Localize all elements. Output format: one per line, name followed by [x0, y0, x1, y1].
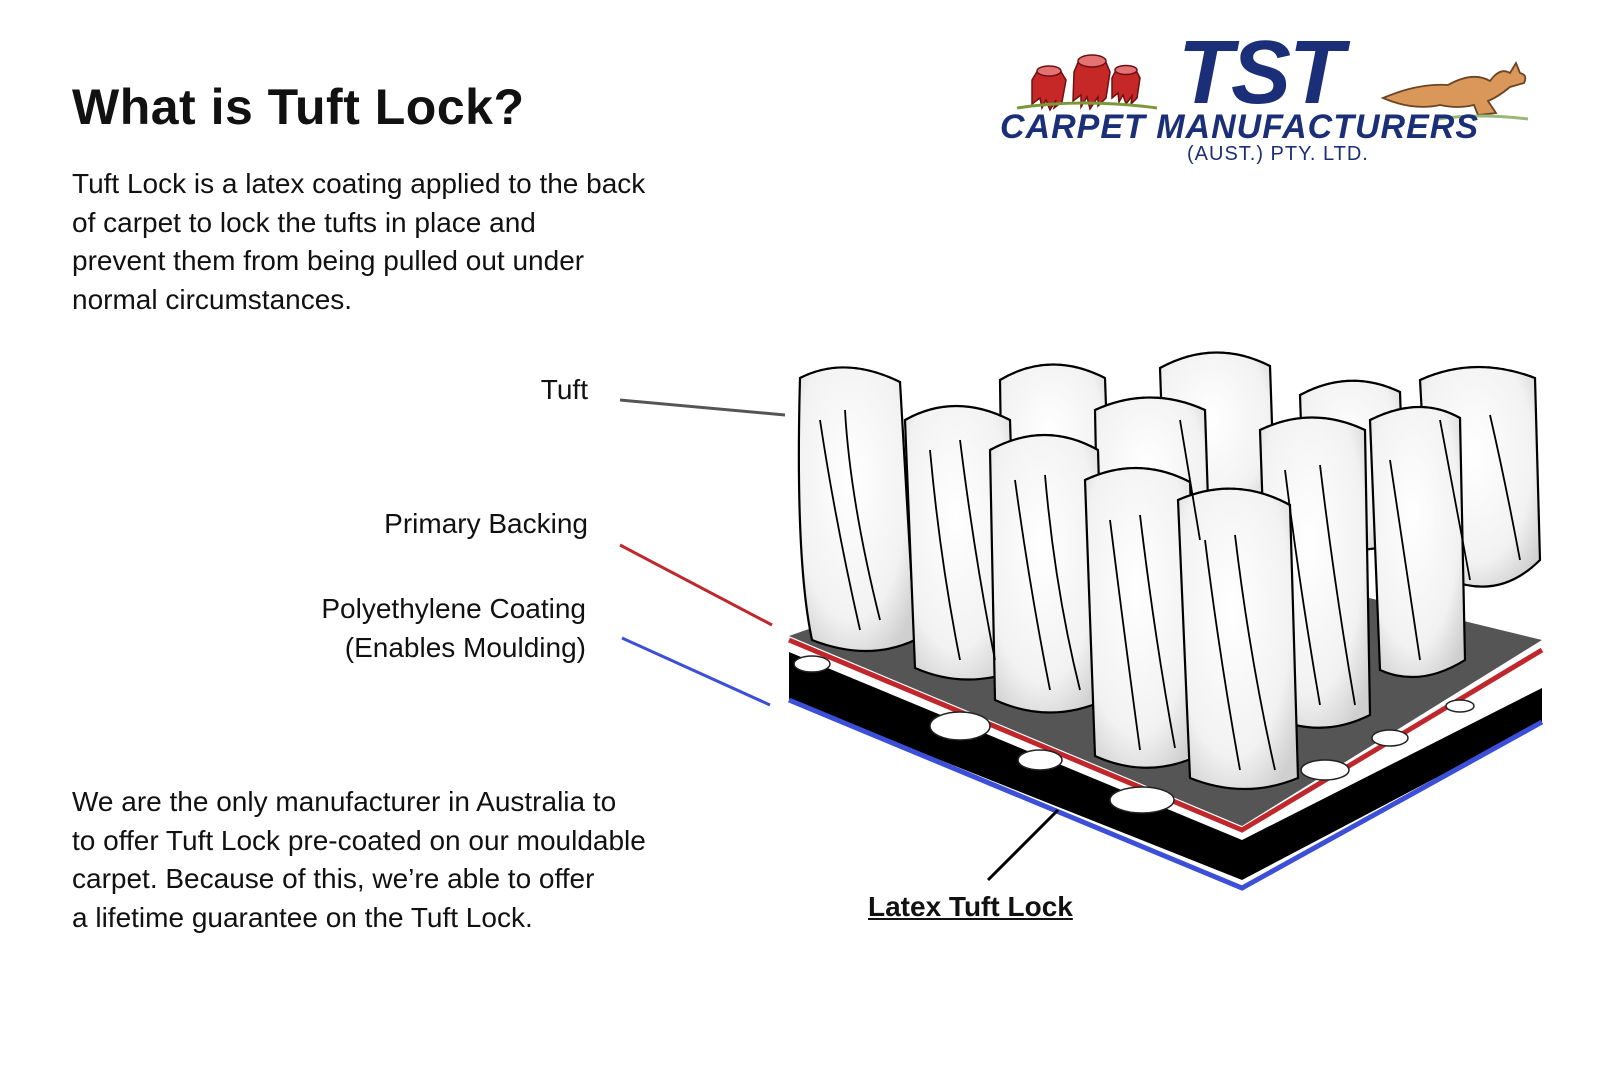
- tuft: [1368, 405, 1467, 679]
- logo-subtitle: (AUST.) PTY. LTD.: [1187, 143, 1369, 165]
- tuft-group: [797, 351, 1542, 791]
- primary-backing-leader-line: [619, 543, 773, 627]
- tuft: [1176, 487, 1300, 791]
- primary-backing-label: Primary Backing: [384, 508, 588, 539]
- tuft-fuzz: [799, 351, 1536, 506]
- polyethylene-leader-line: [621, 636, 771, 707]
- intro-paragraph: Tuft Lock is a latex coating applied to …: [72, 168, 646, 315]
- tst-logo: TST CARPET MANUFACTURERS (AUST.) PTY. LT…: [1000, 28, 1580, 178]
- logo-company-name: CARPET MANUFACTURERS: [1000, 108, 1479, 146]
- tuft-label: Tuft: [540, 374, 588, 405]
- logo-brand-text: TST: [1178, 23, 1344, 123]
- kangaroo-icon: [1380, 60, 1529, 121]
- latex-tuft-lock-label: Latex Tuft Lock: [868, 891, 1073, 922]
- polyethylene-coating-label: Polyethylene Coating (Enables Moulding): [321, 593, 586, 663]
- guarantee-paragraph: We are the only manufacturer in Australi…: [72, 786, 646, 933]
- latex-leader-line: [986, 808, 1060, 882]
- tuft-leader-line: [619, 398, 786, 417]
- tree-stumps-icon: [1016, 54, 1158, 112]
- page-title: What is Tuft Lock?: [72, 79, 525, 135]
- tuft-fibre-strokes: [819, 409, 1521, 771]
